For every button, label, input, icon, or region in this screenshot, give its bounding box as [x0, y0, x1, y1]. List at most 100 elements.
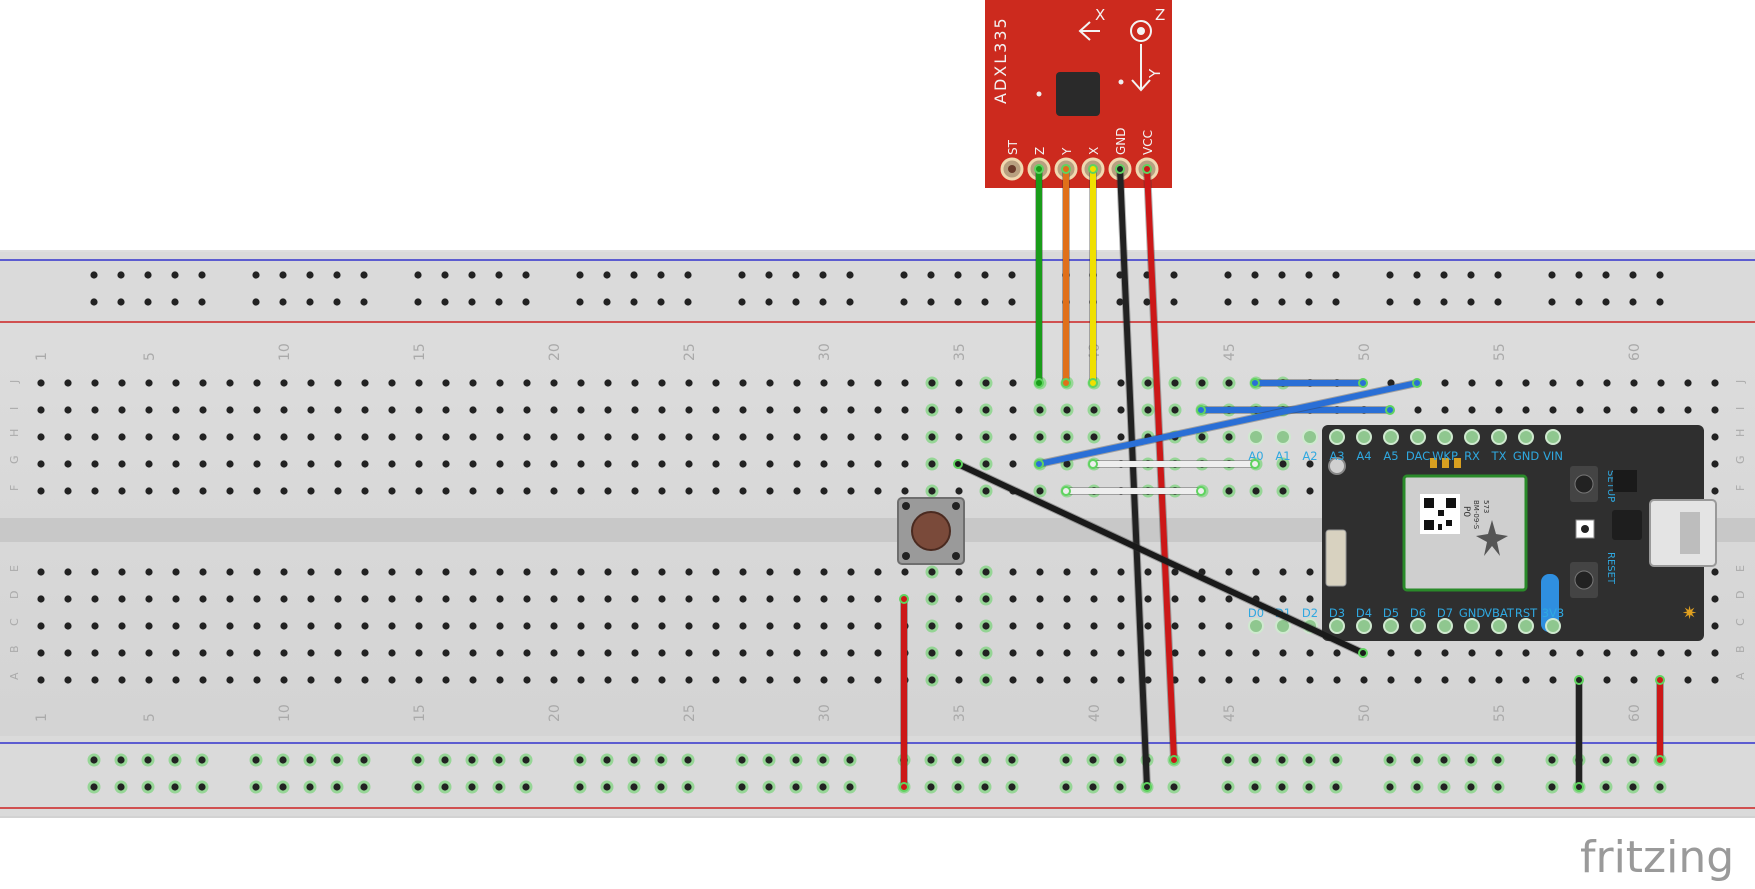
breadboard-hole [766, 406, 774, 414]
breadboard-hole [307, 406, 315, 414]
breadboard-hole [982, 460, 990, 468]
breadboard-hole [577, 649, 585, 657]
breadboard-hole [441, 756, 449, 764]
breadboard-hole [982, 649, 990, 657]
breadboard-hole [576, 783, 584, 791]
breadboard-hole [1306, 568, 1314, 576]
breadboard-hole [1117, 622, 1125, 630]
photon-pin [1518, 429, 1534, 445]
breadboard-hole [469, 622, 477, 630]
row-letter: I [1734, 407, 1747, 410]
breadboard-hole [171, 783, 179, 791]
breadboard-hole [37, 568, 45, 576]
wire-blue-3 [1036, 380, 1420, 467]
breadboard-hole [1279, 595, 1287, 603]
breadboard-hole [928, 406, 936, 414]
breadboard-hole [1117, 595, 1125, 603]
breadboard-hole [1252, 649, 1260, 657]
breadboard-hole [469, 460, 477, 468]
breadboard-hole [64, 433, 72, 441]
breadboard-hole [1278, 298, 1286, 306]
breadboard-hole [874, 460, 882, 468]
breadboard-hole [469, 595, 477, 603]
row-letter: F [8, 485, 21, 491]
breadboard-hole [171, 271, 179, 279]
column-number: 20 [547, 343, 563, 361]
breadboard-hole [1036, 676, 1044, 684]
breadboard-hole [658, 595, 666, 603]
breadboard-hole [496, 649, 504, 657]
row-letter: C [1734, 618, 1747, 626]
breadboard-hole [414, 271, 422, 279]
breadboard-hole [847, 595, 855, 603]
breadboard-hole [1413, 783, 1421, 791]
breadboard-hole [414, 783, 422, 791]
breadboard-hole [550, 568, 558, 576]
breadboard-hole [64, 379, 72, 387]
y-axis-arrowhead [1131, 79, 1151, 92]
breadboard-hole [118, 379, 126, 387]
breadboard-hole [1117, 649, 1125, 657]
breadboard-hole [1008, 783, 1016, 791]
adxl-pin-label: Y [1060, 147, 1074, 156]
column-number: 30 [817, 704, 833, 722]
breadboard-hole [1630, 649, 1638, 657]
breadboard-hole [1548, 298, 1556, 306]
breadboard-hole [118, 676, 126, 684]
breadboard-hole [495, 783, 503, 791]
photon-pin [1437, 618, 1453, 634]
breadboard-hole [793, 487, 801, 495]
breadboard-hole [442, 595, 450, 603]
breadboard-hole [37, 406, 45, 414]
breadboard-hole [1089, 783, 1097, 791]
breadboard-hole [415, 487, 423, 495]
breadboard-hole [874, 568, 882, 576]
breadboard-hole [523, 595, 531, 603]
breadboard-hole [1522, 379, 1530, 387]
breadboard-hole [820, 406, 828, 414]
breadboard-hole [1413, 271, 1421, 279]
breadboard-hole [550, 649, 558, 657]
breadboard-hole [1198, 379, 1206, 387]
breadboard-hole [469, 433, 477, 441]
breadboard-hole [1332, 756, 1340, 764]
breadboard-hole [1630, 676, 1638, 684]
breadboard-hole [64, 622, 72, 630]
breadboard-hole [928, 487, 936, 495]
breadboard-hole [469, 487, 477, 495]
pushbutton-cap [911, 511, 951, 551]
breadboard-hole [766, 487, 774, 495]
breadboard-hole [415, 649, 423, 657]
breadboard-hole [901, 379, 909, 387]
breadboard-hole [91, 568, 99, 576]
breadboard-hole [144, 271, 152, 279]
breadboard-hole [1279, 487, 1287, 495]
breadboard-hole [955, 487, 963, 495]
breadboard-hole [1630, 406, 1638, 414]
adxl-pin-label: ST [1006, 139, 1020, 155]
breadboard-hole [226, 649, 234, 657]
breadboard-hole [712, 406, 720, 414]
breadboard-hole [1279, 649, 1287, 657]
breadboard-hole [847, 649, 855, 657]
breadboard-hole [630, 271, 638, 279]
photon-pin-label: A0 [1248, 449, 1263, 463]
breadboard-hole [685, 622, 693, 630]
breadboard-hole [333, 298, 341, 306]
breadboard-hole [333, 271, 341, 279]
breadboard-hole [469, 568, 477, 576]
breadboard-hole [388, 379, 396, 387]
breadboard-hole [1440, 756, 1448, 764]
breadboard-hole [64, 487, 72, 495]
breadboard-hole [334, 622, 342, 630]
breadboard-hole [1495, 406, 1503, 414]
photon-pin [1464, 618, 1480, 634]
row-letter: J [1734, 380, 1747, 384]
breadboard-hole [1198, 622, 1206, 630]
breadboard-hole [280, 622, 288, 630]
breadboard-hole [1063, 568, 1071, 576]
breadboard-hole [1629, 783, 1637, 791]
breadboard-hole [280, 595, 288, 603]
breadboard-hole [198, 298, 206, 306]
breadboard-hole [1063, 676, 1071, 684]
